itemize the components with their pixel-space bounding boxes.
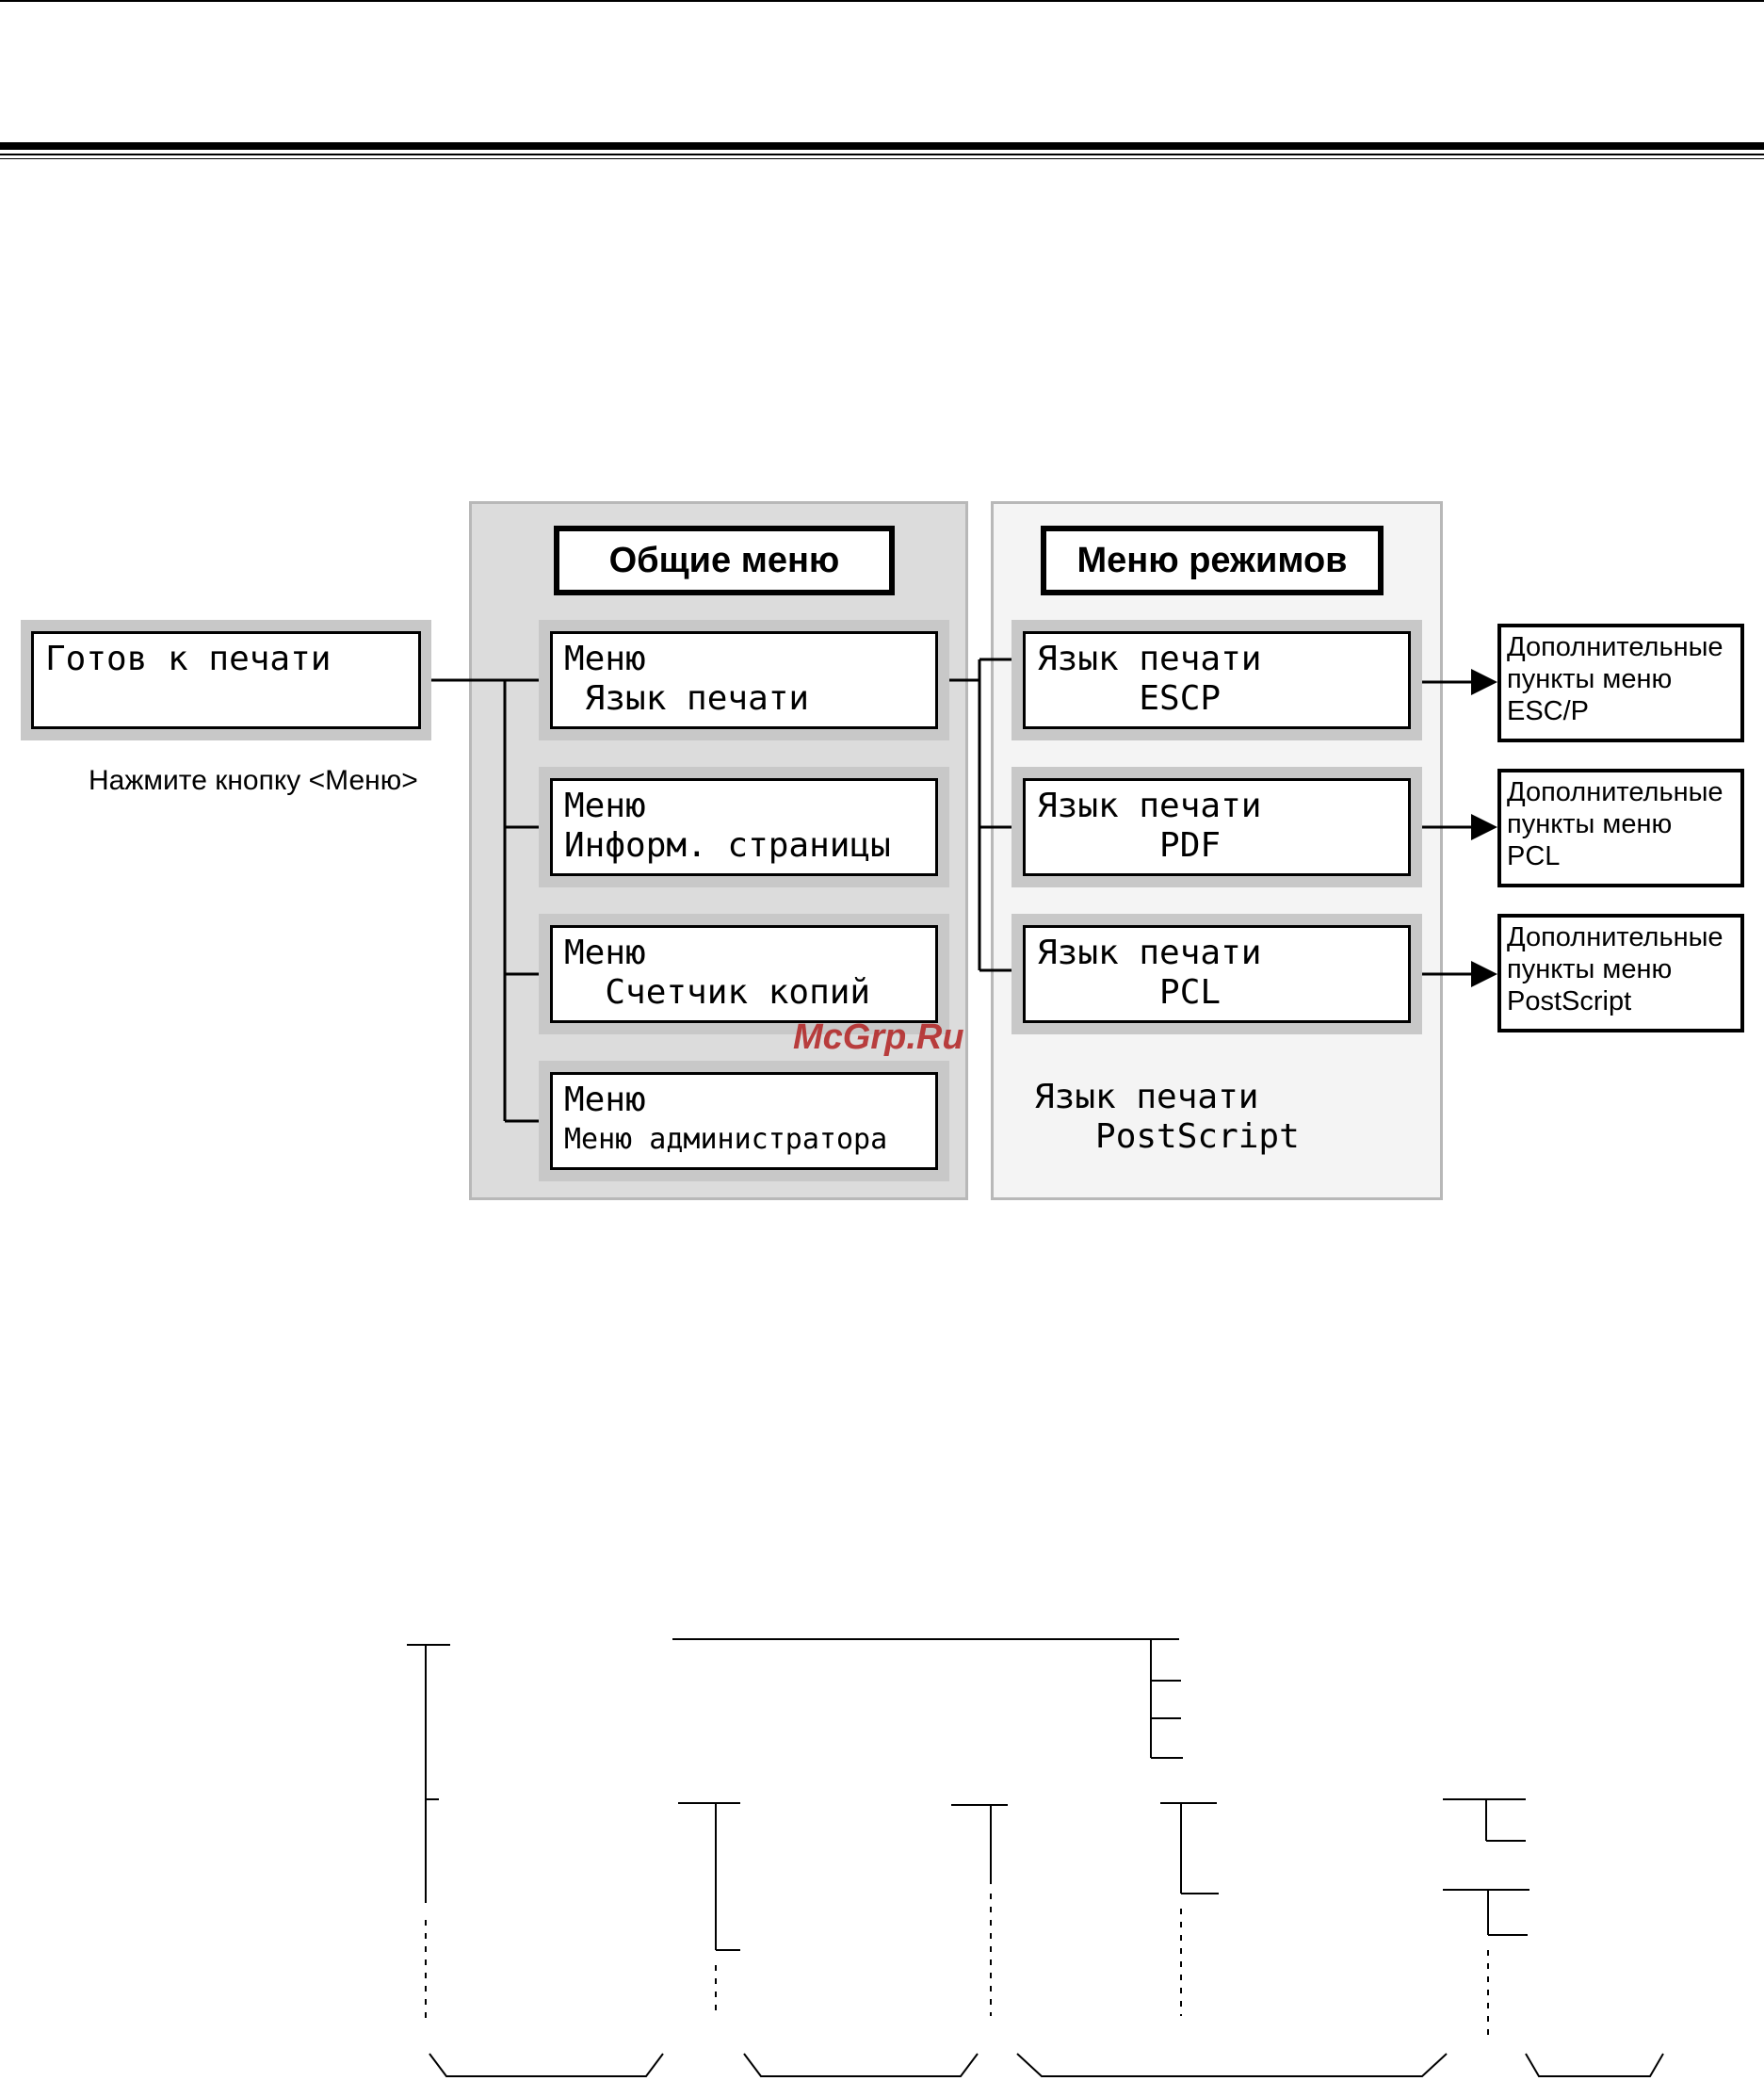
mode-item-pcl: Язык печати PCL — [1023, 925, 1411, 1023]
extra-line: пункты меню — [1507, 809, 1673, 839]
extra-line: PostScript — [1507, 986, 1632, 1016]
bottom-bracket — [429, 2053, 664, 2077]
mode-item-pdf: Язык печати PDF — [1023, 778, 1411, 876]
general-item-copy-counter: Меню Счетчик копий — [550, 925, 938, 1023]
mode-item-postscript-line2: PostScript — [1034, 1117, 1300, 1156]
lcd-line2: Информ. страницы — [564, 826, 891, 865]
general-menus-header: Общие меню — [554, 526, 895, 595]
arrow-head-pcl — [1471, 814, 1497, 840]
extra-line: пункты меню — [1507, 954, 1673, 984]
lcd-line1: Меню — [564, 787, 646, 825]
mode-menus-header: Меню режимов — [1041, 526, 1384, 595]
header-rule-thick — [0, 142, 1764, 150]
ready-lcd-line1: Готов к печати — [45, 640, 332, 678]
header-rule-hairline — [0, 158, 1764, 159]
top-border — [0, 0, 1764, 2]
extra-line: PCL — [1507, 841, 1561, 871]
arrow-head-escp — [1471, 669, 1497, 695]
press-menu-caption: Нажмите кнопку <Меню> — [89, 765, 418, 796]
lcd-line1: Меню — [564, 934, 646, 972]
mode-item-postscript-line1: Язык печати — [1034, 1078, 1259, 1116]
extra-items-postscript: Дополнительные пункты меню PostScript — [1497, 914, 1744, 1032]
bottom-bracket — [743, 2053, 979, 2077]
lcd-line2: Язык печати — [564, 679, 810, 718]
arrow-head-postscript — [1471, 961, 1497, 987]
extra-line: ESC/P — [1507, 696, 1590, 726]
lcd-line2: PDF — [1037, 826, 1222, 865]
header-rule-thin — [0, 154, 1764, 155]
lcd-line2: Меню администратора — [564, 1123, 888, 1156]
extra-line: Дополнительные — [1507, 632, 1724, 662]
lcd-line1: Язык печати — [1037, 787, 1262, 825]
extra-line: пункты меню — [1507, 664, 1673, 694]
lcd-line1: Язык печати — [1037, 934, 1262, 972]
lcd-line1: Меню — [564, 640, 646, 678]
general-item-print-language: Меню Язык печати — [550, 631, 938, 729]
lcd-line2: ESCP — [1037, 679, 1222, 718]
extra-items-pcl: Дополнительные пункты меню PCL — [1497, 769, 1744, 887]
watermark: McGrp.Ru — [793, 1017, 964, 1057]
ready-lcd: Готов к печати — [31, 631, 421, 729]
lcd-line2: PCL — [1037, 973, 1222, 1012]
bottom-bracket — [1525, 2053, 1664, 2077]
lcd-line2: Счетчик копий — [564, 973, 871, 1012]
general-item-info-pages: Меню Информ. страницы — [550, 778, 938, 876]
extra-line: Дополнительные — [1507, 777, 1724, 807]
lcd-line1: Язык печати — [1037, 640, 1262, 678]
extra-line: Дополнительные — [1507, 922, 1724, 952]
extra-items-escp: Дополнительные пункты меню ESC/P — [1497, 624, 1744, 742]
general-item-admin-menu: Меню Меню администратора — [550, 1072, 938, 1170]
lcd-line1: Меню — [564, 1081, 646, 1119]
mode-item-escp: Язык печати ESCP — [1023, 631, 1411, 729]
bottom-bracket — [1016, 2053, 1448, 2077]
